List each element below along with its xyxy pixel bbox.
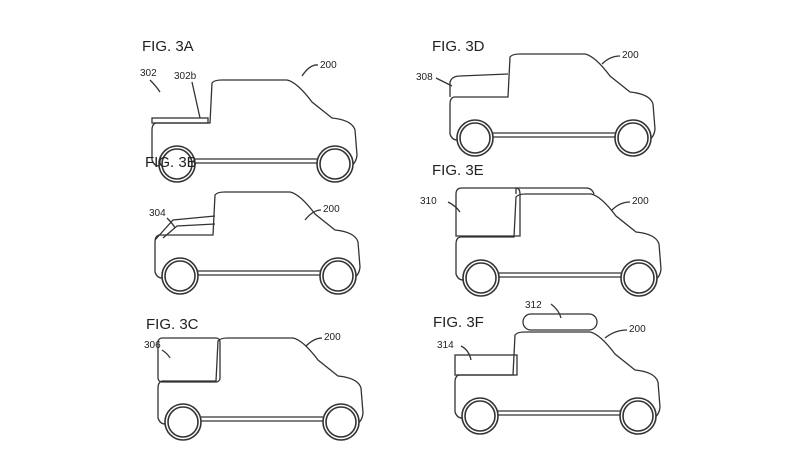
ref-200: 200 <box>632 196 649 207</box>
figure-label: FIG. 3E <box>432 162 484 179</box>
ref-312: 312 <box>525 300 542 311</box>
ref-200: 200 <box>622 50 639 61</box>
ref-308: 308 <box>416 72 433 83</box>
figure-3f: FIG. 3F 312 314 200 <box>433 300 661 435</box>
ref-302: 302 <box>140 68 157 79</box>
figure-3e: FIG. 3E 310 200 <box>420 162 662 297</box>
bed-cap-306 <box>157 337 221 383</box>
ref-304: 304 <box>149 208 166 219</box>
ref-306: 306 <box>144 340 161 351</box>
ref-302b: 302b <box>174 71 197 82</box>
figure-label: FIG. 3A <box>142 38 194 55</box>
figure-3c: FIG. 3C 306 200 <box>144 316 364 441</box>
figure-label: FIG. 3F <box>433 314 484 331</box>
figure-label: FIG. 3C <box>146 316 199 333</box>
figure-label: FIG. 3D <box>432 38 485 55</box>
camper-shell-310 <box>455 187 521 237</box>
ref-200: 200 <box>323 204 340 215</box>
bed-rack-304 <box>154 215 216 241</box>
bed-box-314 <box>454 354 518 376</box>
ref-200: 200 <box>629 324 646 335</box>
figure-label: FIG. 3B <box>145 154 197 171</box>
cap-top <box>515 187 595 195</box>
ref-314: 314 <box>437 340 454 351</box>
ref-310: 310 <box>420 196 437 207</box>
figure-3d: FIG. 3D 308 200 <box>416 38 656 157</box>
bed-cover-302 <box>151 117 209 124</box>
figure-3b: FIG. 3B 304 200 <box>145 154 361 295</box>
bed-cover-308 <box>449 73 509 97</box>
figure-3a: FIG. 3A 200 302 302b <box>140 38 358 183</box>
ref-200: 200 <box>320 60 337 71</box>
ref-200: 200 <box>324 332 341 343</box>
